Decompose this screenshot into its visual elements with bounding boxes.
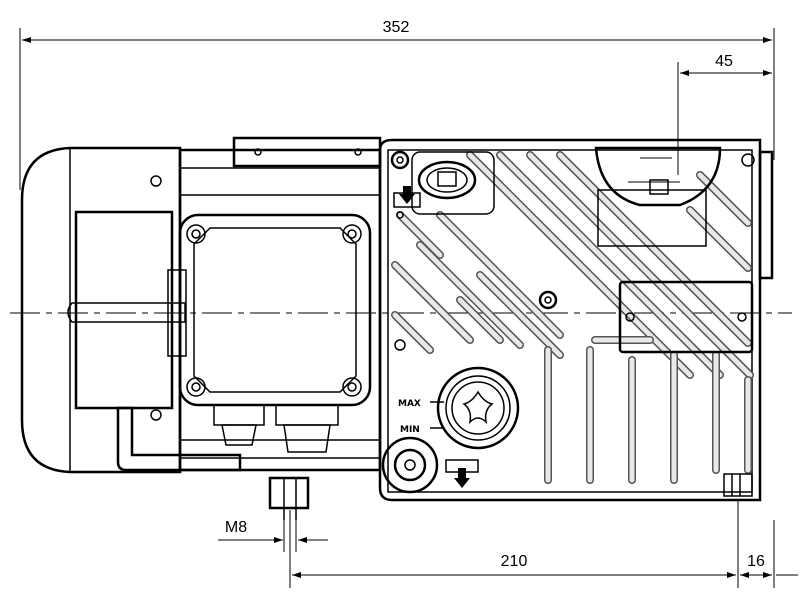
pump-housing: MAX MIN [378, 138, 774, 502]
thread-label: M8 [225, 519, 247, 536]
nameplate [618, 280, 754, 354]
outlet-offset-label: 45 [715, 53, 733, 70]
mounting-foot [268, 476, 310, 520]
foot-spacing-label: 210 [501, 553, 528, 570]
overall-length-dimension: 352 [19, 19, 775, 190]
drain-arrow-icon [445, 459, 479, 488]
inlet-cap [411, 151, 495, 215]
oil-max-label: MAX [398, 399, 421, 409]
outlet-offset-dimension: 45 [677, 53, 772, 175]
terminal-box [178, 213, 372, 453]
oil-drain-plug [381, 436, 439, 494]
cooling-ribs [391, 151, 754, 484]
overall-length-label: 352 [383, 19, 410, 36]
fan-cover [20, 146, 187, 474]
foot-to-end-label: 16 [747, 553, 765, 570]
foot-to-end-dimension: 16 [740, 553, 798, 578]
oil-min-label: MIN [400, 425, 420, 435]
thread-dimension: M8 [218, 508, 328, 552]
inlet-arrow-icon [393, 186, 421, 208]
foot-spacing-dimension: 210 [289, 500, 775, 588]
oil-sight-glass [430, 366, 520, 450]
